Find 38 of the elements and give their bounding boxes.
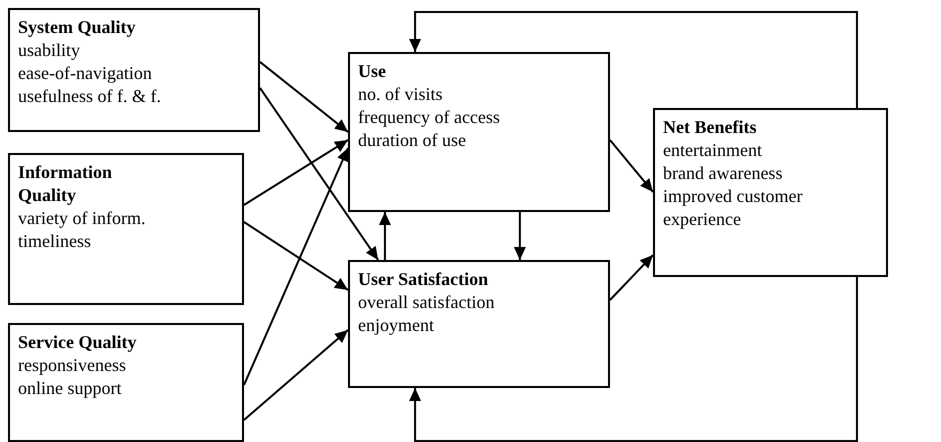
arrow bbox=[514, 212, 526, 260]
concept-box bbox=[8, 153, 244, 305]
measure-text: responsiveness bbox=[18, 354, 127, 377]
arrow bbox=[609, 254, 654, 301]
box-heading: System Quality bbox=[18, 16, 137, 39]
concept-box bbox=[8, 323, 244, 442]
concept-box bbox=[8, 8, 260, 132]
box-heading: Service Quality bbox=[18, 331, 138, 354]
measure-text: usability bbox=[18, 39, 81, 62]
arrow bbox=[243, 139, 349, 206]
arrow bbox=[243, 148, 349, 386]
arrow bbox=[378, 212, 391, 260]
arrow bbox=[409, 11, 858, 108]
box-heading: Use bbox=[358, 60, 387, 83]
measure-text: duration of use bbox=[358, 129, 467, 152]
arrow bbox=[609, 139, 654, 193]
measure-text: no. of visits bbox=[358, 83, 444, 106]
arrow bbox=[409, 277, 858, 442]
measure-text: improved customer experience bbox=[663, 185, 804, 231]
measure-text: timeliness bbox=[18, 230, 92, 253]
concept-box bbox=[653, 108, 888, 277]
box-heading: User Satisfaction bbox=[358, 268, 490, 291]
measure-text: variety of inform. bbox=[18, 207, 146, 230]
arrow bbox=[259, 61, 349, 133]
measure-text: brand awareness bbox=[663, 162, 784, 185]
measure-text: frequency of access bbox=[358, 106, 501, 129]
arrow bbox=[243, 221, 349, 291]
measure-text: online support bbox=[18, 377, 122, 400]
concept-box bbox=[348, 52, 610, 212]
measure-text: entertainment bbox=[663, 139, 763, 162]
measure-text: enjoyment bbox=[358, 314, 435, 337]
measure-text: ease-of-navigation bbox=[18, 62, 153, 85]
arrow bbox=[243, 329, 349, 421]
concept-box bbox=[348, 260, 610, 388]
measure-text: overall satisfaction bbox=[358, 291, 496, 314]
box-heading: Net Benefits bbox=[663, 116, 758, 139]
arrow bbox=[259, 87, 379, 261]
measure-text: usefulness of f. & f. bbox=[18, 85, 162, 108]
